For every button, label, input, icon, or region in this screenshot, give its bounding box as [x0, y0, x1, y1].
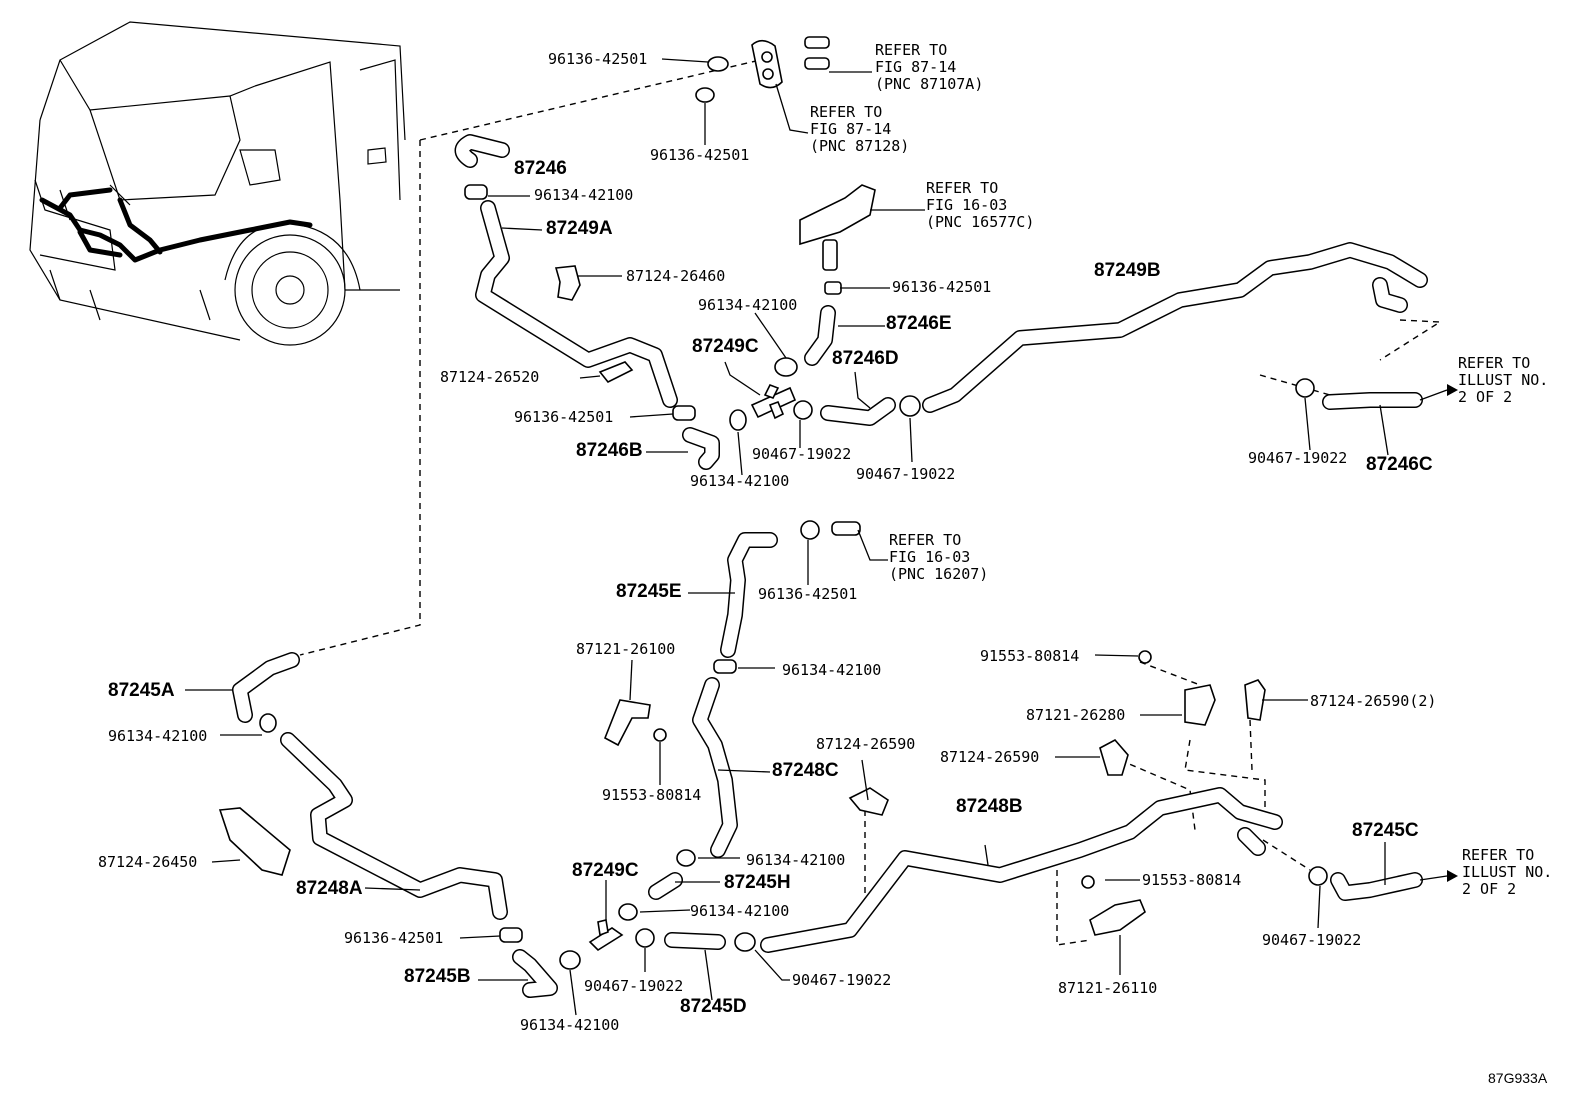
label-90467-19022-e: 90467-19022 [584, 977, 684, 995]
label-96136-42501-d: 96136-42501 [514, 408, 614, 426]
label-96134-42100-b: 96134-42100 [698, 296, 798, 314]
pnc-87248B: 87248B [956, 796, 1023, 817]
label-87124-26520: 87124-26520 [440, 368, 540, 386]
pnc-87246C: 87246C [1366, 454, 1433, 475]
pnc-87249C-lower: 87249C [572, 860, 639, 881]
label-87121-26280: 87121-26280 [1026, 706, 1126, 724]
ref-fig-16-03-a-line1: REFER TO [926, 179, 999, 197]
label-90467-19022-c: 90467-19022 [1248, 449, 1348, 467]
pnc-87245H: 87245H [724, 872, 791, 893]
pnc-87245E: 87245E [616, 581, 682, 602]
ref-fig-16-03-a: REFER TO FIG 16-03 (PNC 16577C) [926, 180, 1034, 231]
label-96134-42100-h: 96134-42100 [520, 1016, 620, 1034]
label-96136-42501-a: 96136-42501 [548, 50, 648, 68]
pnc-87245C: 87245C [1352, 820, 1419, 841]
ref-fig-87-14-a: REFER TO FIG 87-14 (PNC 87107A) [875, 42, 983, 93]
ref-illust-a-line3: 2 OF 2 [1458, 388, 1513, 406]
figure-code: 87G933A [1488, 1070, 1548, 1086]
ref-fig-87-14-b-line1: REFER TO [810, 103, 883, 121]
pnc-87246E: 87246E [886, 313, 952, 334]
pnc-87245D: 87245D [680, 996, 747, 1017]
pnc-87249C-upper: 87249C [692, 336, 759, 357]
label-96134-42100-d: 96134-42100 [782, 661, 882, 679]
label-96136-42501-c: 96136-42501 [892, 278, 992, 296]
label-90467-19022-b: 90467-19022 [856, 465, 956, 483]
label-91553-80814-a: 91553-80814 [980, 647, 1080, 665]
label-90467-19022-d: 90467-19022 [1262, 931, 1362, 949]
hoses-lower [232, 532, 1423, 998]
ref-illust-a-line2: ILLUST NO. [1458, 371, 1549, 389]
ref-fig-16-03-b-line3: (PNC 16207) [889, 565, 989, 583]
ref-illust-a-line1: REFER TO [1458, 354, 1531, 372]
label-90467-19022-f: 90467-19022 [792, 971, 892, 989]
label-87124-26450: 87124-26450 [98, 853, 198, 871]
pnc-87246B: 87246B [576, 440, 643, 461]
pnc-87246: 87246 [514, 158, 567, 179]
label-96134-42100-e: 96134-42100 [108, 727, 208, 745]
label-96134-42100-a: 96134-42100 [534, 186, 634, 204]
ref-fig-87-14-b: REFER TO FIG 87-14 (PNC 87128) [810, 104, 909, 155]
pnc-87246D: 87246D [832, 348, 899, 369]
ref-fig-16-03-a-line3: (PNC 16577C) [926, 213, 1035, 231]
ref-fig-87-14-a-line3: (PNC 87107A) [875, 75, 984, 93]
pnc-87248A: 87248A [296, 878, 363, 899]
label-96134-42100-f: 96134-42100 [746, 851, 846, 869]
ref-illust-b: REFER TO ILLUST NO. 2 OF 2 [1462, 847, 1552, 898]
label-87124-26590-b: 87124-26590 [940, 748, 1040, 766]
label-96136-42501-e: 96136-42501 [758, 585, 858, 603]
ref-fig-16-03-a-line2: FIG 16-03 [926, 196, 1008, 214]
pnc-87245B: 87245B [404, 966, 471, 987]
label-96136-42501-f: 96136-42501 [344, 929, 444, 947]
label-87121-26110: 87121-26110 [1058, 979, 1158, 997]
label-87124-26590-2: 87124-26590(2) [1310, 692, 1437, 710]
pnc-87245A: 87245A [108, 680, 175, 701]
ref-fig-16-03-b-line1: REFER TO [889, 531, 962, 549]
label-90467-19022-a: 90467-19022 [752, 445, 852, 463]
label-96136-42501-b: 96136-42501 [650, 146, 750, 164]
ref-illust-b-line2: ILLUST NO. [1462, 863, 1553, 881]
label-87121-26100: 87121-26100 [576, 640, 676, 658]
label-91553-80814-c: 91553-80814 [1142, 871, 1242, 889]
label-96134-42100-c: 96134-42100 [690, 472, 790, 490]
ref-illust-a: REFER TO ILLUST NO. 2 OF 2 [1458, 355, 1548, 406]
ref-illust-b-line1: REFER TO [1462, 846, 1535, 864]
label-91553-80814-b: 91553-80814 [602, 786, 702, 804]
pnc-87248C: 87248C [772, 760, 839, 781]
ref-fig-87-14-a-line2: FIG 87-14 [875, 58, 957, 76]
parts-glyphs [218, 36, 1328, 970]
label-96134-42100-g: 96134-42100 [690, 902, 790, 920]
hoses-upper [454, 134, 1428, 470]
vehicle-sketch [29, 21, 406, 346]
label-87124-26460: 87124-26460 [626, 267, 726, 285]
ref-fig-87-14-b-line2: FIG 87-14 [810, 120, 892, 138]
ref-illust-b-line3: 2 OF 2 [1462, 880, 1517, 898]
label-87124-26590-a: 87124-26590 [816, 735, 916, 753]
ref-fig-87-14-b-line3: (PNC 87128) [810, 137, 910, 155]
ref-fig-87-14-a-line1: REFER TO [875, 41, 948, 59]
ref-fig-16-03-b-line2: FIG 16-03 [889, 548, 971, 566]
pnc-87249A: 87249A [546, 218, 613, 239]
pnc-87249B: 87249B [1094, 260, 1161, 281]
ref-fig-16-03-b: REFER TO FIG 16-03 (PNC 16207) [889, 532, 988, 583]
leader-lines [185, 58, 1458, 1016]
